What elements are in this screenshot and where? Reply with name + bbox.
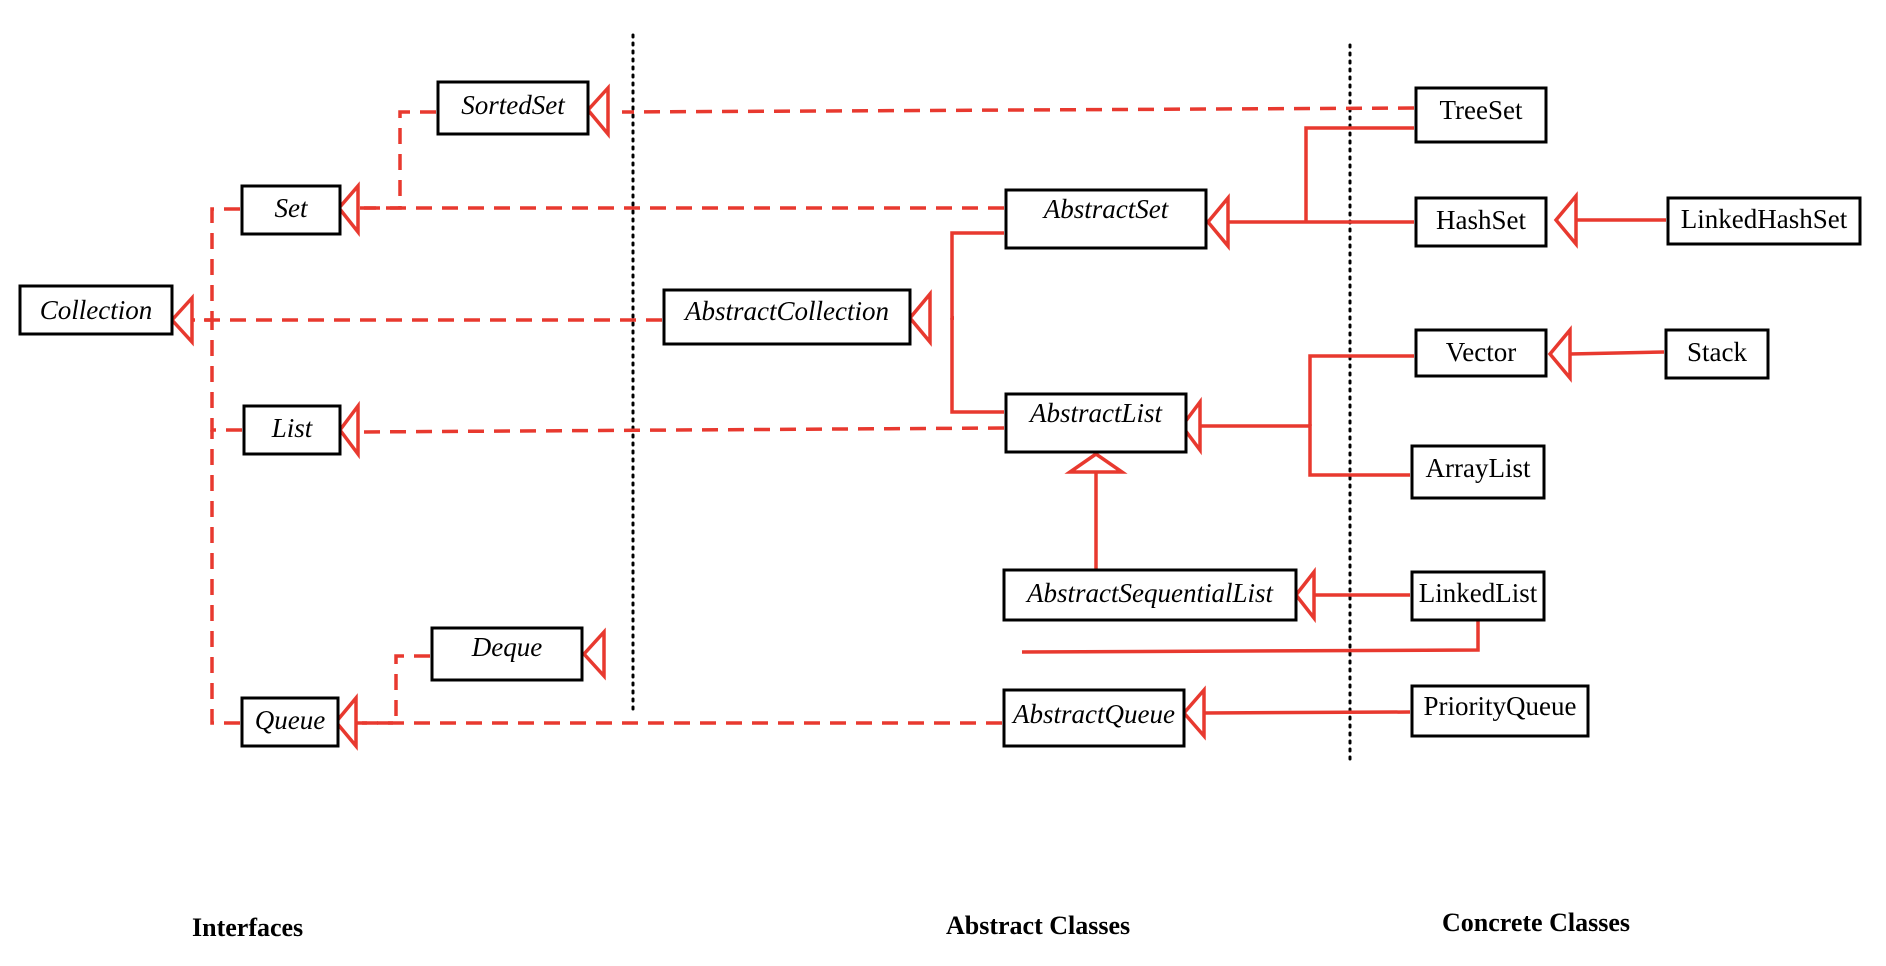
arrowhead-abstractqueue — [1181, 685, 1206, 741]
edge-list-to-collection — [210, 320, 242, 432]
node-linked-list: LinkedList — [1410, 570, 1546, 622]
arrowhead-collection — [169, 293, 194, 347]
caption-abstract-classes: Abstract Classes — [946, 911, 1130, 940]
node-stack: Stack — [1664, 328, 1770, 380]
node-set: Set — [240, 184, 342, 236]
node-label: TreeSet — [1439, 95, 1523, 125]
node-deque: Deque — [430, 626, 584, 682]
node-sorted-set: SortedSet — [436, 80, 590, 136]
node-label: HashSet — [1436, 205, 1526, 235]
node-label: PriorityQueue — [1424, 691, 1577, 721]
node-queue: Queue — [240, 696, 340, 748]
arrowhead-deque — [581, 627, 606, 681]
node-array-list: ArrayList — [1410, 444, 1546, 500]
arrowhead-list — [337, 400, 360, 460]
node-vector: Vector — [1414, 328, 1548, 378]
node-label: AbstractQueue — [1011, 699, 1175, 729]
node-label: AbstractList — [1028, 398, 1164, 428]
node-abstract-set: AbstractSet — [1004, 188, 1208, 250]
edge-priorityqueue-to-abstractqueue — [1203, 710, 1411, 715]
arrowhead-hashset — [1553, 191, 1578, 249]
node-layer: Collection Set SortedSet List Deque Queu… — [18, 80, 1862, 748]
edge-set-to-collection — [182, 207, 240, 322]
node-label: Collection — [40, 295, 152, 325]
arrowhead-abstractlist — [1179, 396, 1202, 456]
node-abstract-collection: AbstractCollection — [662, 288, 912, 346]
node-abstract-sequential-list: AbstractSequentialList — [1002, 568, 1298, 622]
arrowhead-abstractset — [1205, 193, 1230, 251]
node-label: AbstractCollection — [683, 296, 889, 326]
node-collection: Collection — [18, 284, 174, 336]
node-label: AbstractSet — [1042, 194, 1170, 224]
arrowhead-set — [336, 181, 360, 238]
node-label: AbstractSequentialList — [1025, 578, 1274, 608]
node-label: Queue — [255, 705, 325, 735]
edge-arraylist-to-abstractlist — [1200, 424, 1410, 477]
edge-abstractlist-to-list — [355, 426, 1005, 434]
arrowhead-queue — [333, 693, 358, 751]
node-label: Set — [275, 193, 309, 223]
edge-layer — [169, 83, 1666, 751]
node-label: LinkedHashSet — [1681, 204, 1848, 234]
caption-interfaces: Interfaces — [192, 913, 303, 942]
edge-deque-to-queue — [356, 654, 430, 725]
arrowhead-vector — [1547, 325, 1572, 383]
node-list: List — [242, 404, 342, 456]
arrowhead-sortedset — [585, 83, 610, 139]
edge-linkedlist-to-deque — [1021, 618, 1480, 654]
node-abstract-queue: AbstractQueue — [1002, 688, 1186, 748]
edge-abstractset-to-abstractcollection — [950, 231, 1004, 320]
node-label: SortedSet — [461, 90, 566, 120]
node-abstract-list: AbstractList — [1004, 392, 1188, 454]
arrowhead-abstractcollection — [907, 289, 932, 347]
node-label: Stack — [1687, 337, 1747, 367]
node-hash-set: HashSet — [1414, 196, 1548, 248]
arrowhead-abstractlist-bottom — [1064, 451, 1128, 474]
edge-stack-to-vector — [1569, 350, 1665, 356]
edge-abstractlist-to-abstractcollection — [950, 318, 1004, 414]
node-linked-hash-set: LinkedHashSet — [1666, 196, 1862, 246]
edge-sortedset-to-set — [356, 110, 436, 210]
node-label: LinkedList — [1419, 578, 1538, 608]
edge-treeset-to-sortedset — [621, 106, 1415, 114]
node-label: List — [271, 413, 314, 443]
node-priority-queue: PriorityQueue — [1410, 684, 1590, 738]
node-label: Vector — [1446, 337, 1516, 367]
edge-queue-to-collection — [210, 430, 240, 725]
node-tree-set: TreeSet — [1414, 86, 1548, 144]
node-label: ArrayList — [1426, 453, 1531, 483]
edge-treeset-to-abstractset — [1304, 126, 1414, 222]
arrowhead-abstractsequentiallist — [1293, 566, 1316, 624]
node-label: Deque — [471, 632, 542, 662]
caption-concrete-classes: Concrete Classes — [1442, 908, 1630, 937]
edge-vector-to-abstractlist — [1308, 354, 1414, 426]
